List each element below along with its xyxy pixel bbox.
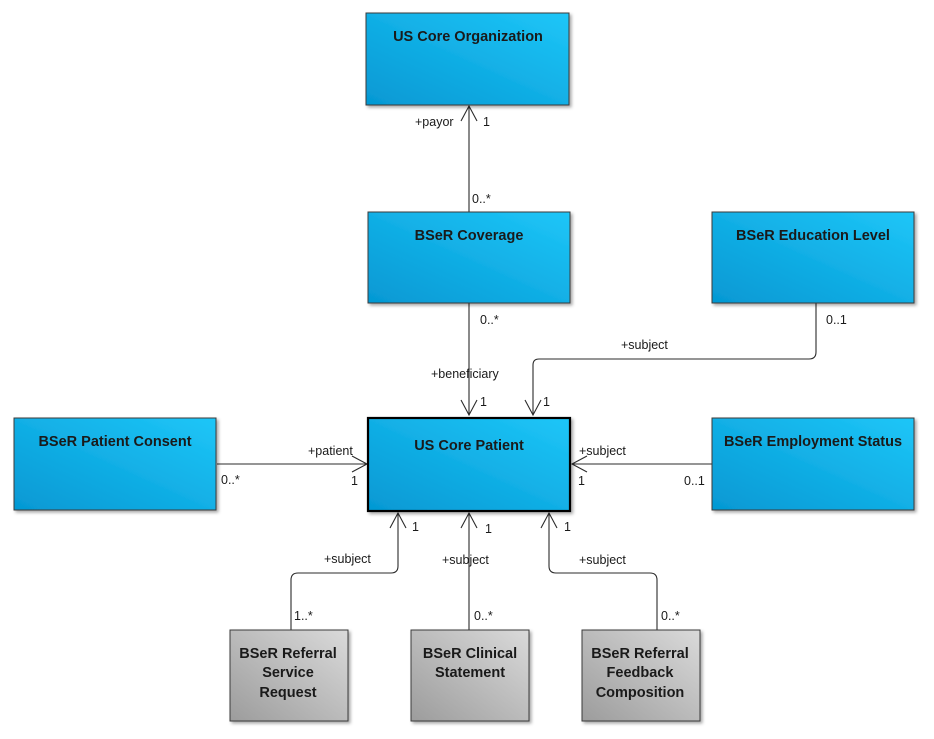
class-name: BSeR Patient Consent bbox=[38, 434, 191, 450]
class-box bbox=[229, 629, 349, 722]
association-feedback-patient: 1 +subject 0..* bbox=[540, 511, 680, 630]
association-coverage-patient: 0..* +beneficiary 1 bbox=[431, 303, 499, 417]
class-box bbox=[367, 211, 571, 304]
navigability-arrow bbox=[524, 399, 542, 417]
class-box bbox=[711, 211, 915, 304]
association-clinical-patient: 1 +subject 0..* bbox=[442, 511, 493, 630]
navigability-arrow bbox=[460, 511, 478, 529]
multiplicity-label: 0..* bbox=[472, 192, 491, 206]
association-line bbox=[290, 513, 399, 630]
class-bser-education-level[interactable]: BSeR Education Level bbox=[711, 211, 915, 304]
class-bser-referral-service-request[interactable]: BSeR Referral Service Request bbox=[229, 629, 349, 722]
class-bser-employment-status[interactable]: BSeR Employment Status bbox=[711, 417, 915, 511]
multiplicity-label: 1 bbox=[485, 522, 492, 536]
navigability-arrow bbox=[460, 104, 478, 122]
class-name: BSeR Education Level bbox=[736, 228, 890, 244]
role-label-subject: +subject bbox=[579, 444, 626, 458]
multiplicity-label: 1 bbox=[412, 520, 419, 534]
role-label-patient: +patient bbox=[308, 444, 353, 458]
multiplicity-label: 1 bbox=[480, 395, 487, 409]
multiplicity-label: 0..* bbox=[480, 313, 499, 327]
multiplicity-label: 1 bbox=[578, 474, 585, 488]
role-label-subject: +subject bbox=[324, 552, 371, 566]
role-label-subject: +subject bbox=[442, 553, 489, 567]
navigability-arrow bbox=[460, 399, 478, 417]
multiplicity-label: 0..* bbox=[661, 609, 680, 623]
multiplicity-label: 0..1 bbox=[684, 474, 705, 488]
class-name: US Core Patient bbox=[414, 438, 524, 454]
association-line bbox=[548, 513, 658, 630]
class-name-line: Composition bbox=[596, 685, 685, 701]
class-name-line: Statement bbox=[435, 665, 505, 681]
class-name-line: BSeR Referral bbox=[591, 646, 689, 662]
class-name-line: Service bbox=[262, 665, 314, 681]
multiplicity-label: 0..* bbox=[221, 473, 240, 487]
class-name: US Core Organization bbox=[393, 29, 543, 45]
class-box bbox=[13, 417, 217, 511]
class-box bbox=[581, 629, 701, 722]
class-name-line: Request bbox=[259, 685, 316, 701]
class-bser-patient-consent[interactable]: BSeR Patient Consent bbox=[13, 417, 217, 511]
class-bser-referral-feedback-composition[interactable]: BSeR Referral Feedback Composition bbox=[581, 629, 701, 722]
class-us-core-patient[interactable]: US Core Patient bbox=[366, 416, 572, 513]
association-consent-patient: +patient 0..* 1 bbox=[217, 444, 369, 488]
association-servicerequest-patient: 1 +subject 1..* bbox=[290, 511, 419, 630]
class-name: BSeR Coverage bbox=[415, 228, 524, 244]
class-bser-clinical-statement[interactable]: BSeR Clinical Statement bbox=[410, 629, 530, 722]
association-coverage-organization: +payor 1 0..* bbox=[415, 104, 491, 212]
multiplicity-label: 0..* bbox=[474, 609, 493, 623]
role-label-payor: +payor bbox=[415, 115, 454, 129]
multiplicity-label: 1 bbox=[564, 520, 571, 534]
class-name-line: BSeR Referral bbox=[239, 646, 337, 662]
class-name: BSeR Employment Status bbox=[724, 434, 902, 450]
role-label-subject: +subject bbox=[621, 338, 668, 352]
multiplicity-label: 0..1 bbox=[826, 313, 847, 327]
multiplicity-label: 1..* bbox=[294, 609, 313, 623]
multiplicity-label: 1 bbox=[543, 395, 550, 409]
class-box-selected bbox=[366, 416, 572, 513]
multiplicity-label: 1 bbox=[351, 474, 358, 488]
class-name-line: Feedback bbox=[607, 665, 675, 681]
class-name-line: BSeR Clinical bbox=[423, 646, 517, 662]
role-label-beneficiary: +beneficiary bbox=[431, 367, 499, 381]
role-label-subject: +subject bbox=[579, 553, 626, 567]
association-education-patient: 0..1 +subject 1 bbox=[524, 303, 847, 417]
navigability-arrow bbox=[570, 455, 588, 473]
class-us-core-organization[interactable]: US Core Organization bbox=[365, 12, 570, 106]
navigability-arrow bbox=[389, 511, 407, 529]
navigability-arrow bbox=[540, 511, 558, 529]
multiplicity-label: 1 bbox=[483, 115, 490, 129]
class-box bbox=[365, 12, 570, 106]
association-employment-patient: +subject 1 0..1 bbox=[570, 444, 712, 488]
class-bser-coverage[interactable]: BSeR Coverage bbox=[367, 211, 571, 304]
class-box bbox=[410, 629, 530, 722]
association-line bbox=[532, 303, 817, 415]
class-box bbox=[711, 417, 915, 511]
